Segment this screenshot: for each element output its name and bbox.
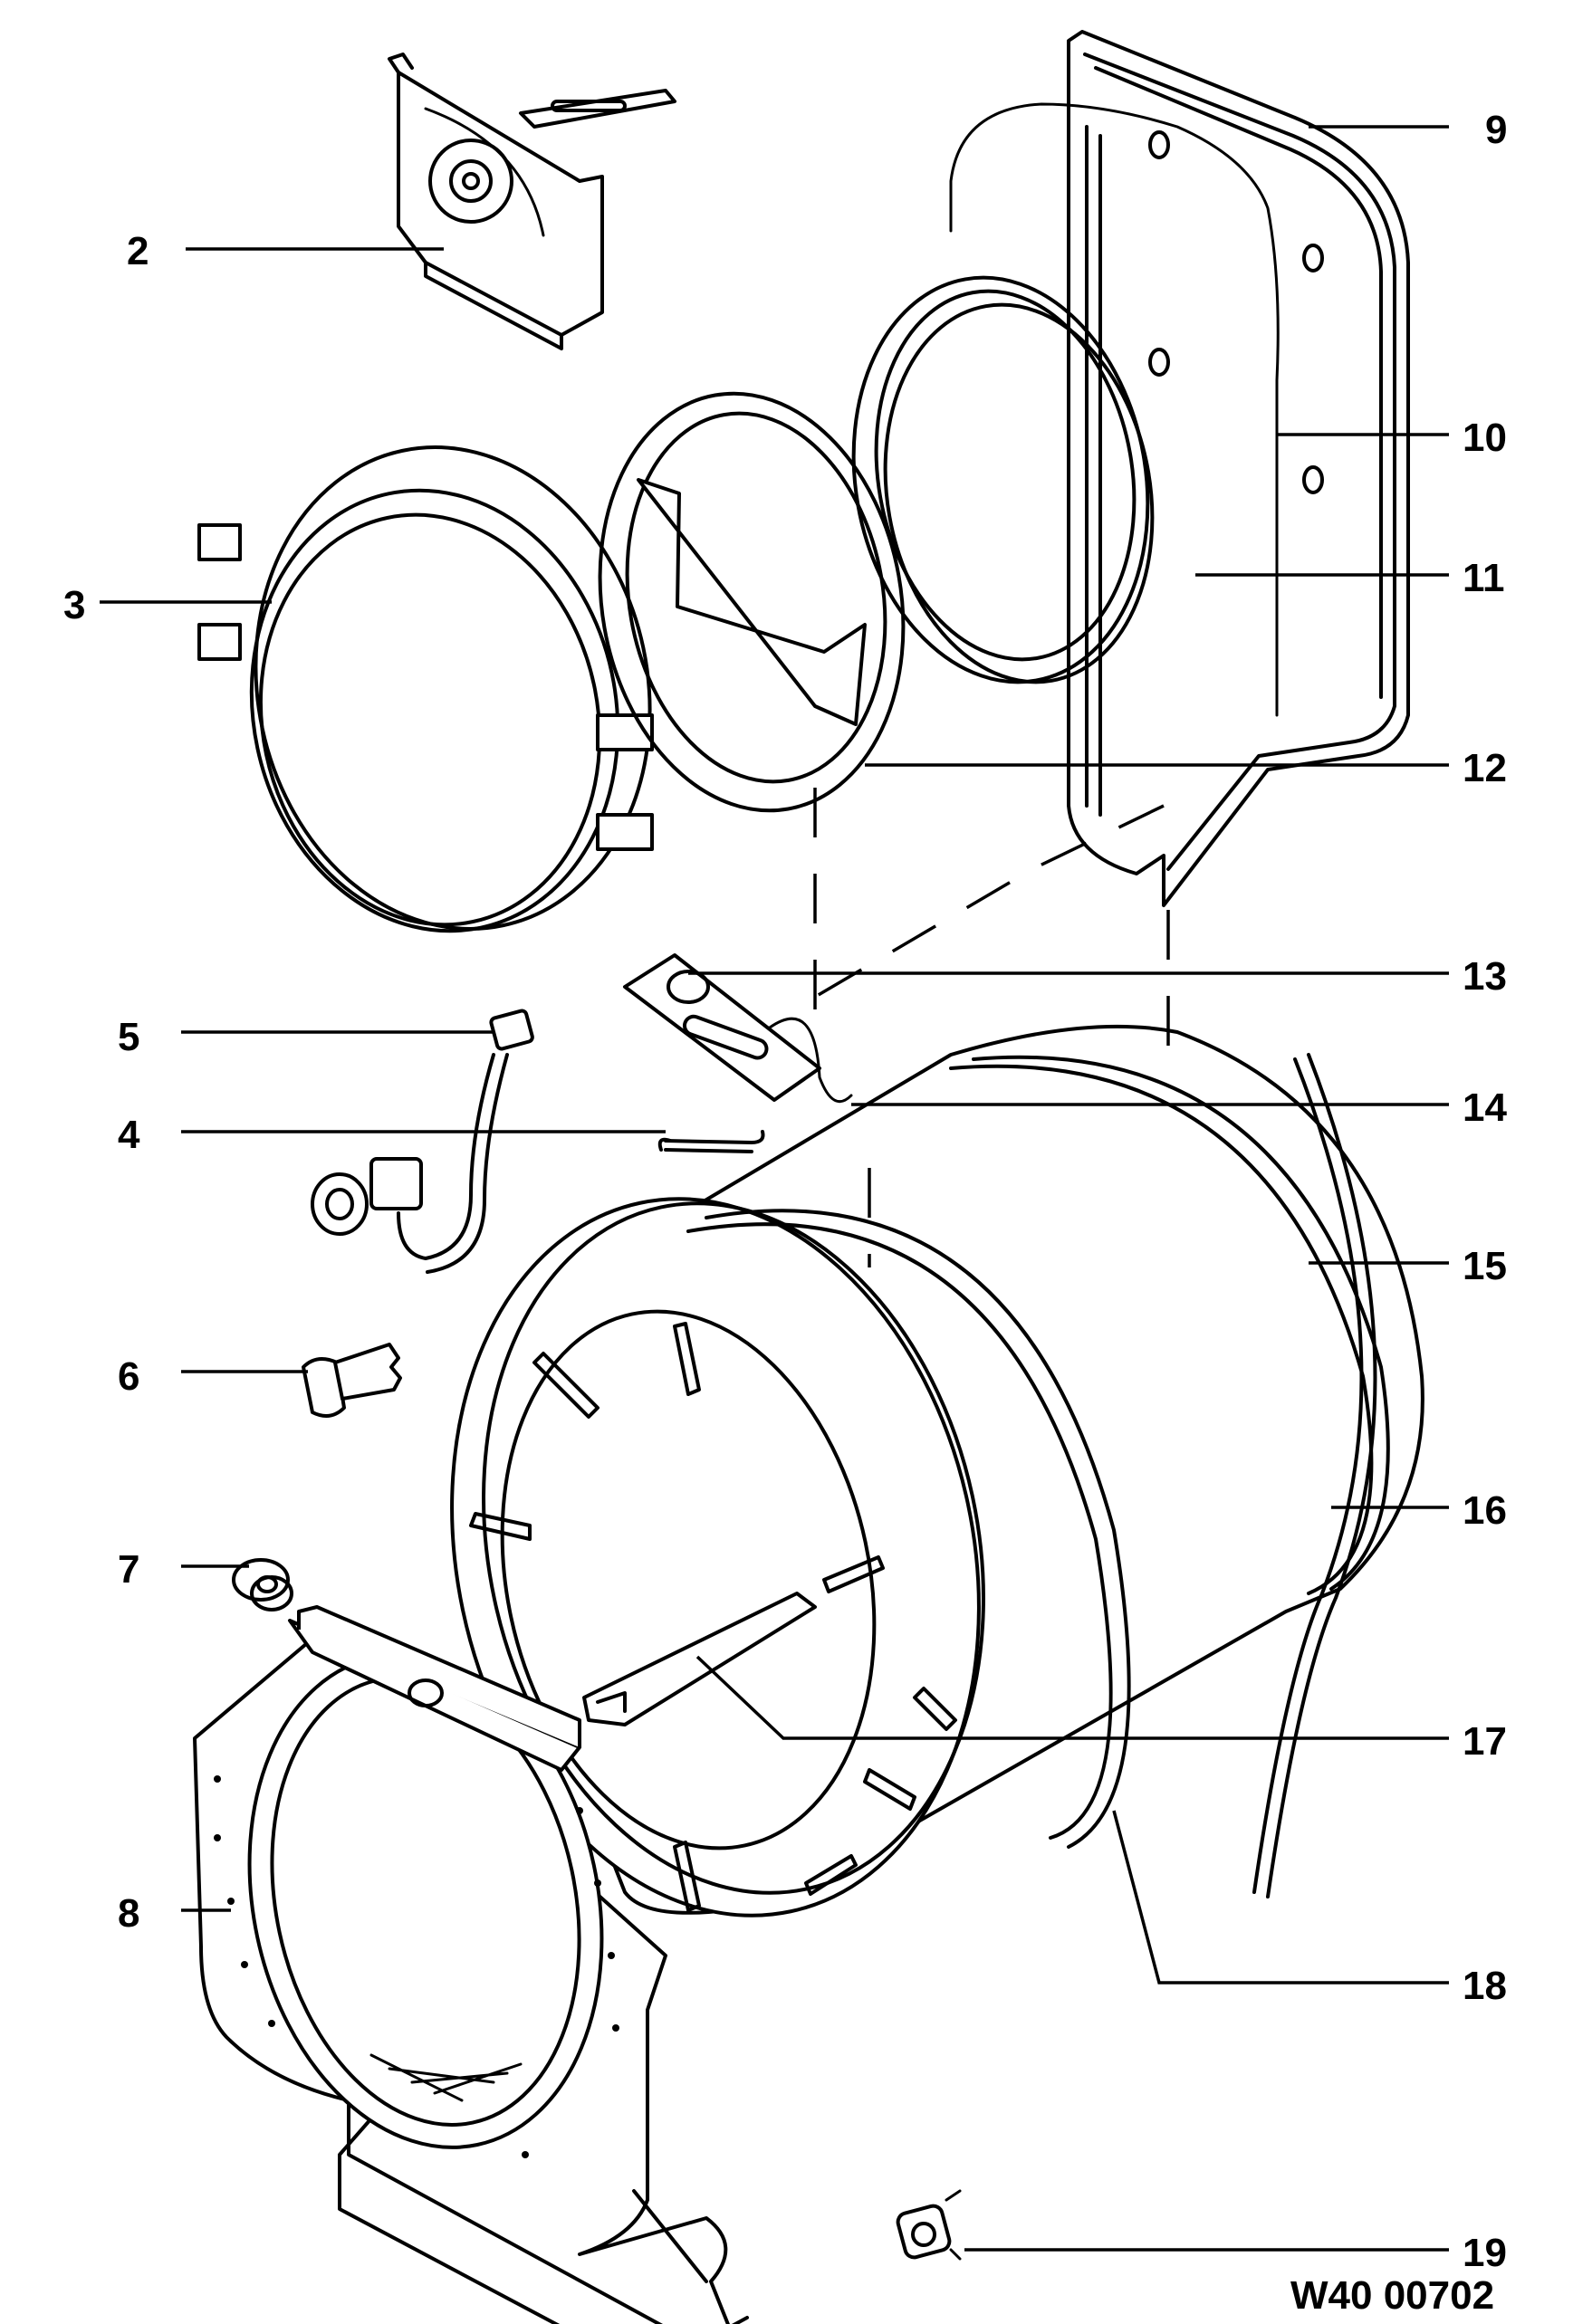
part-5-cable-connector [311, 1009, 534, 1274]
callout-15: 15 [1463, 1244, 1507, 1288]
callout-13: 13 [1463, 954, 1507, 999]
part-3-front-ring [197, 445, 654, 933]
callout-4: 4 [118, 1113, 140, 1157]
callout-14: 14 [1463, 1085, 1507, 1130]
part-19-switch [896, 2189, 962, 2261]
callout-17: 17 [1463, 1719, 1507, 1764]
callout-numbers: 2 3 5 4 6 7 8 9 10 11 12 13 14 15 16 17 … [63, 108, 1507, 2275]
part-4-pin [657, 1130, 765, 1153]
callout-11: 11 [1463, 556, 1505, 600]
callout-18: 18 [1463, 1964, 1507, 2008]
part-7-grommet [232, 1558, 293, 1611]
callout-19: 19 [1463, 2231, 1507, 2275]
part-2-bracket [388, 53, 676, 350]
part-11-bearing-ring [851, 275, 1155, 684]
callout-6: 6 [118, 1354, 139, 1399]
callout-3: 3 [63, 583, 85, 627]
part-6-foot [302, 1343, 402, 1418]
callout-12: 12 [1463, 746, 1507, 790]
callout-7: 7 [118, 1547, 139, 1592]
callout-2: 2 [127, 229, 149, 273]
callout-9: 9 [1485, 108, 1507, 152]
part-9-10-rear-panel [949, 30, 1410, 907]
callout-10: 10 [1463, 416, 1507, 460]
part-12-felt-seal [598, 391, 906, 813]
callout-16: 16 [1463, 1488, 1507, 1533]
alignment-lines [801, 788, 1170, 1267]
part-15-drum [450, 1024, 1424, 1918]
callout-8: 8 [118, 1891, 139, 1936]
part-13-sensor-bracket [623, 953, 853, 1104]
part-8-front-panel [193, 1605, 749, 2324]
callout-5: 5 [118, 1015, 139, 1059]
leader-lines [100, 125, 1449, 2252]
drawing-code: W40 00702 [1290, 2273, 1494, 2318]
